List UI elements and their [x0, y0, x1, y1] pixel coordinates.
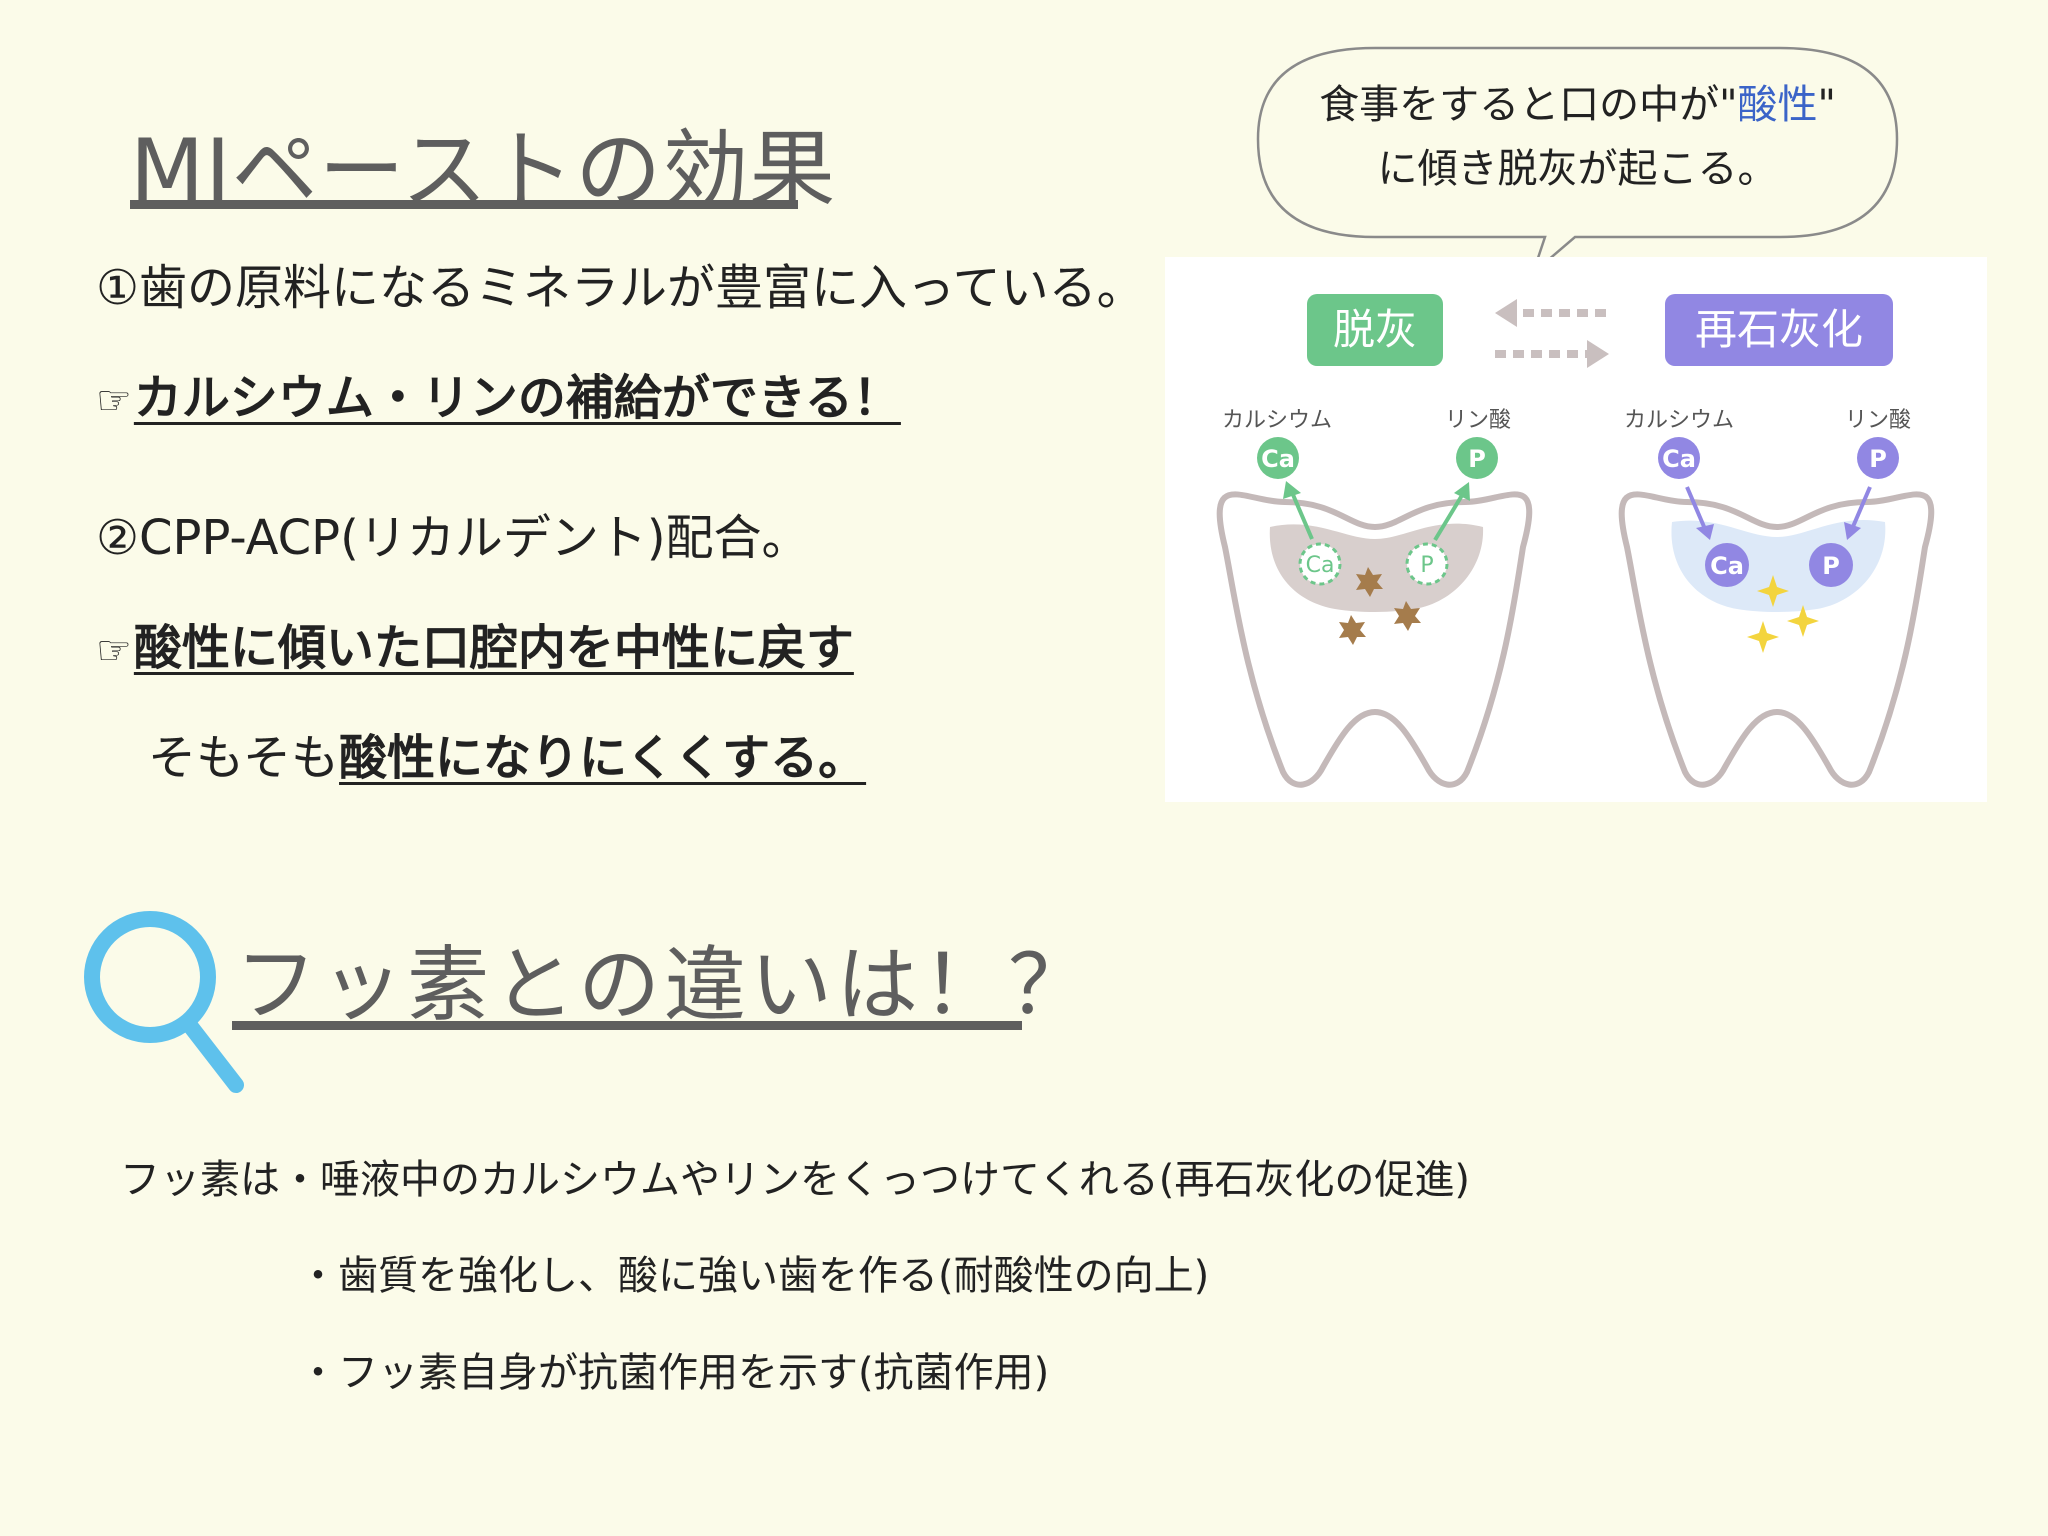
ca-ion-absorbed — [1705, 543, 1749, 587]
remineral-label: 再石灰化 — [1695, 305, 1863, 354]
effect-item-2-sub-strong: 酸性になりにくくする。 — [339, 730, 867, 786]
inflow-arrow-ca-head — [1696, 524, 1714, 540]
fluoride-point-3: ・フッ素自身が抗菌作用を示す(抗菌作用) — [298, 1350, 1050, 1396]
ca-ion-lost-symbol: Ca — [1306, 553, 1335, 578]
caries-stains — [1339, 567, 1421, 645]
remineralization-diagram: 脱灰 再石灰化 カルシウム リン酸 Ca P Ca P — [1165, 257, 1987, 802]
bubble-line-1: 食事をすると口の中が"酸性" — [1255, 73, 1900, 137]
magnifier-lens — [84, 911, 216, 1043]
ca-ion-lost — [1298, 542, 1342, 586]
magnifier-icon-shape — [84, 911, 244, 1093]
ca-ion-right — [1658, 437, 1700, 479]
section-title-fluoride: フッ素との違いは！？ — [235, 938, 1095, 1033]
stain-3 — [1339, 615, 1366, 645]
phosphate-label-left: リン酸 — [1445, 408, 1511, 433]
p-ion-lost — [1405, 542, 1449, 586]
outflow-arrows — [1283, 481, 1470, 542]
phosphate-label-right: リン酸 — [1845, 408, 1911, 433]
stain-2 — [1394, 601, 1421, 631]
p-ion-left-symbol: P — [1468, 445, 1486, 473]
p-ion-absorbed — [1809, 543, 1853, 587]
outflow-arrow-ca — [1289, 489, 1314, 540]
outflow-arrow-p — [1433, 490, 1466, 542]
calcium-label-left: カルシウム — [1222, 408, 1332, 433]
outflow-arrow-ca-head — [1283, 481, 1301, 499]
stain-1 — [1356, 567, 1383, 597]
bubble-line-1-post: " — [1817, 82, 1836, 128]
p-ion-absorbed-symbol: P — [1822, 552, 1840, 580]
effect-item-2-point: ☞酸性に傾いた口腔内を中性に戻す — [96, 608, 854, 678]
ca-ion-left — [1257, 437, 1299, 479]
title-underline — [130, 200, 798, 209]
speech-bubble: 食事をすると口の中が"酸性" に傾き脱灰が起こる。 — [1255, 45, 1900, 275]
pointing-hand-icon: ☞ — [96, 378, 132, 424]
sparkle-icons — [1747, 575, 1819, 653]
effect-item-2-sub-prefix: そもそも — [148, 730, 340, 786]
calcium-label-right: カルシウム — [1624, 408, 1734, 433]
equilibrium-arrows — [1495, 299, 1609, 368]
outflow-arrow-p-head — [1454, 482, 1470, 501]
fluoride-point-2: ・歯質を強化し、酸に強い歯を作る(耐酸性の向上) — [298, 1253, 1210, 1299]
remineral-zone — [1671, 519, 1886, 612]
ca-ion-right-symbol: Ca — [1662, 445, 1696, 473]
bubble-line-2: に傾き脱灰が起こる。 — [1377, 146, 1778, 192]
magnifier-icon — [78, 905, 248, 1095]
bubble-line-1-pre: 食事をすると口の中が" — [1319, 82, 1738, 128]
section-title-underline — [232, 1021, 1022, 1030]
bubble-acid-word: 酸性 — [1737, 82, 1818, 128]
tooth-outline-left — [1216, 491, 1533, 788]
diagram-canvas: 脱灰 再石灰化 カルシウム リン酸 Ca P Ca P — [1216, 294, 1935, 788]
tooth-remineral — [1618, 491, 1935, 788]
magnifier-handle — [180, 1015, 244, 1093]
ca-ion-left-symbol: Ca — [1261, 445, 1295, 473]
arrow-right-head — [1587, 340, 1609, 368]
effect-item-2: ②CPP-ACP(リカルデント)配合。 — [96, 510, 810, 566]
arrow-left-head — [1495, 299, 1517, 327]
effect-item-1-point: ☞カルシウム・リンの補給ができる！ — [96, 358, 901, 428]
effect-item-1: ①歯の原料になるミネラルが豊富に入っている。 — [96, 260, 1145, 316]
fluoride-point-1: フッ素は・唾液中のカルシウムやリンをくっつけてくれる(再石灰化の促進) — [120, 1157, 1471, 1203]
sparkle-icon-2 — [1787, 605, 1819, 637]
demineral-label: 脱灰 — [1333, 305, 1417, 354]
effect-item-2-sub: そもそも酸性になりにくくする。 — [148, 718, 866, 788]
inflow-arrows — [1685, 486, 1872, 540]
speech-bubble-shape — [1256, 46, 1899, 275]
p-ion-right — [1857, 437, 1899, 479]
effect-item-1-point-text: カルシウム・リンの補給ができる！ — [133, 370, 901, 426]
effect-item-2-point-text: 酸性に傾いた口腔内を中性に戻す — [133, 620, 854, 676]
pointing-hand-icon: ☞ — [96, 628, 132, 674]
p-ion-lost-symbol: P — [1420, 553, 1433, 578]
p-ion-left — [1456, 437, 1498, 479]
sparkle-icon-3 — [1747, 621, 1779, 653]
p-ion-right-symbol: P — [1869, 445, 1887, 473]
demineral-badge — [1307, 294, 1443, 366]
ca-ion-absorbed-symbol: Ca — [1710, 552, 1744, 580]
inflow-arrow-p — [1850, 486, 1872, 530]
remineral-badge — [1665, 294, 1893, 366]
tooth-demineral — [1216, 491, 1533, 788]
inflow-arrow-p-head — [1844, 522, 1861, 540]
sparkle-icon-1 — [1757, 575, 1789, 607]
inflow-arrow-ca — [1685, 486, 1707, 530]
